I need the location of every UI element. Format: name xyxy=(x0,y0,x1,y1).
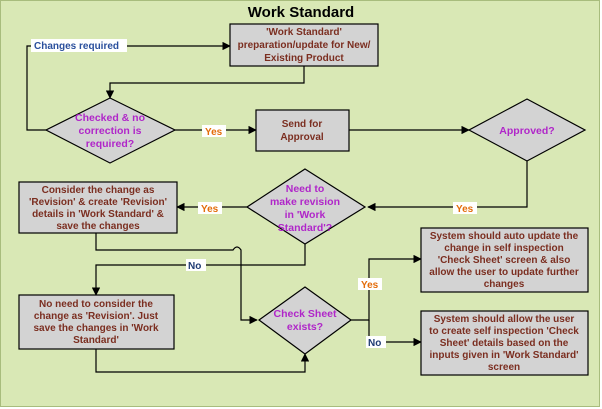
auto-update-line-5: changes xyxy=(484,279,525,290)
process-no-revision: No need to consider the change as 'Revis… xyxy=(18,294,175,350)
prep-line-2: preparation/update for New/ xyxy=(238,40,371,51)
edge-labels: Changes required Yes Yes Yes No Yes No xyxy=(31,39,477,349)
decision-approved: Approved? xyxy=(467,98,587,162)
create-sheet-line-5: screen xyxy=(488,362,520,373)
process-prep: 'Work Standard' preparation/update for N… xyxy=(229,23,379,67)
edge-norevision-to-checksheet xyxy=(95,349,310,373)
create-sheet-line-1: System should allow the user xyxy=(434,314,575,325)
process-auto-update: System should auto update the change in … xyxy=(420,227,589,293)
consider-line-3: details in 'Work Standard' & xyxy=(32,209,164,220)
decision-need-revision: Need to make revision in 'Work Standard'… xyxy=(245,168,367,245)
label-changes-required: Changes required xyxy=(34,41,119,52)
check-sheet-line-2: exists? xyxy=(287,321,323,333)
checked-line-2: correction is xyxy=(78,125,141,137)
edge-changes-required xyxy=(26,41,231,131)
create-sheet-line-4: inputs given in 'Work Standard' xyxy=(429,350,578,361)
edge-approved-to-revision xyxy=(367,161,528,212)
create-sheet-line-3: Sheet' details based on the xyxy=(440,338,569,349)
decision-check-sheet: Check Sheet exists? xyxy=(257,286,353,355)
check-sheet-line-1: Check Sheet xyxy=(273,308,337,320)
need-revision-line-3: in 'Work xyxy=(285,209,326,221)
approved-line-1: Approved? xyxy=(499,125,554,137)
prep-line-3: Existing Product xyxy=(264,53,344,64)
no-revision-line-3: save the changes in 'Work xyxy=(33,323,158,334)
edge-revision-to-checksheet xyxy=(95,233,258,325)
process-send: Send for Approval xyxy=(255,109,350,152)
label-no-sheet: No xyxy=(368,338,381,349)
diagram-title: Work Standard xyxy=(247,4,355,21)
consider-line-1: Consider the change as xyxy=(42,185,155,196)
need-revision-line-2: make revision xyxy=(270,196,340,208)
no-revision-line-4: Standard' xyxy=(73,335,119,346)
consider-line-2: 'Revision' & create 'Revision' xyxy=(29,197,167,208)
label-yes-approved: Yes xyxy=(456,204,474,215)
checked-line-3: required? xyxy=(86,138,134,150)
send-line-2: Approval xyxy=(280,132,324,143)
auto-update-line-3: 'Check Sheet' screen & also xyxy=(438,255,571,266)
label-yes-revision: Yes xyxy=(201,204,219,215)
process-consider-revision: Consider the change as 'Revision' & crea… xyxy=(18,181,178,234)
process-create-sheet: System should allow the user to create s… xyxy=(420,310,589,376)
need-revision-line-1: Need to xyxy=(286,183,325,195)
decision-checked: Checked & no correction is required? xyxy=(44,97,177,164)
consider-line-4: save the changes xyxy=(56,221,140,232)
auto-update-line-4: allow the user to update further xyxy=(429,267,579,278)
prep-line-1: 'Work Standard' xyxy=(266,27,342,38)
edge-prep-to-checked xyxy=(105,66,305,99)
label-yes-sheet: Yes xyxy=(361,280,379,291)
label-yes-checked: Yes xyxy=(205,127,223,138)
no-revision-line-1: No need to consider the xyxy=(39,299,153,310)
no-revision-line-2: change as 'Revision'. Just xyxy=(34,311,159,322)
create-sheet-line-2: to create self inspection 'Check xyxy=(429,326,579,337)
label-no-revision: No xyxy=(188,261,201,272)
checked-line-1: Checked & no xyxy=(75,112,145,124)
auto-update-line-2: change in self inspection xyxy=(444,243,563,254)
send-line-1: Send for xyxy=(282,119,323,130)
auto-update-line-1: System should auto update the xyxy=(430,231,579,242)
need-revision-line-4: Standard'? xyxy=(278,222,332,234)
